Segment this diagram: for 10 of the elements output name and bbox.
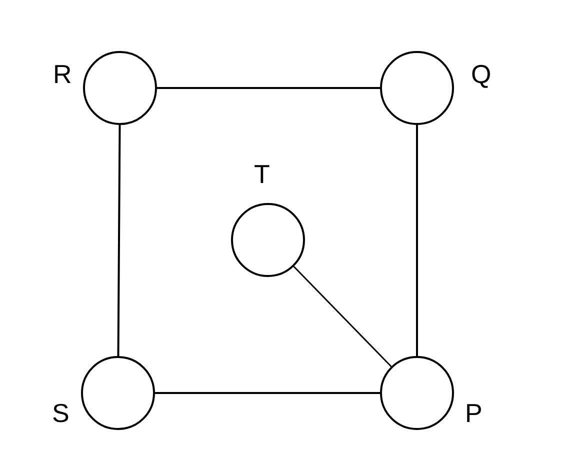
- connector-line: [293, 266, 392, 368]
- connector-line: [155, 392, 380, 394]
- node-label: P: [465, 400, 482, 426]
- node-label: T: [254, 161, 270, 187]
- node-label: R: [53, 61, 72, 87]
- node-label: Q: [471, 61, 492, 87]
- node-label: S: [52, 400, 70, 426]
- connector-line: [117, 125, 121, 356]
- connector-line: [416, 125, 418, 356]
- connector-line: [157, 87, 380, 89]
